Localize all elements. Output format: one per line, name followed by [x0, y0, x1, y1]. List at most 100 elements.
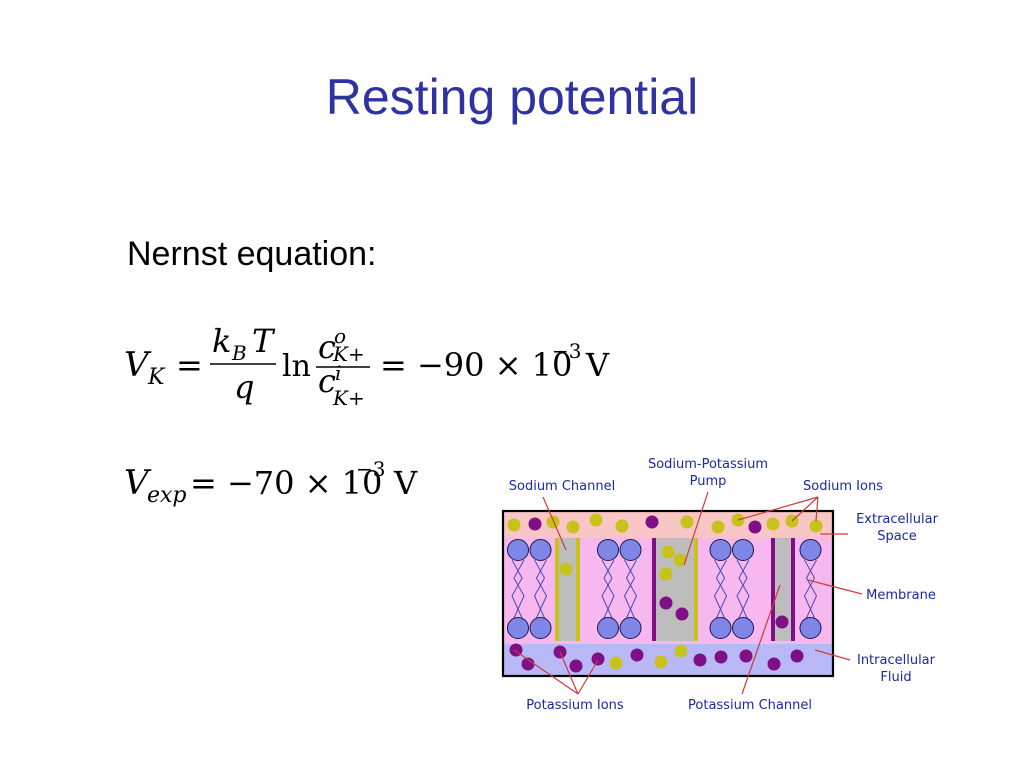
potassium-ion — [775, 615, 789, 629]
label-lines — [513, 491, 863, 695]
lipid-tail — [511, 559, 523, 619]
pump-pore — [655, 538, 695, 641]
label-potassium-ions: Potassium Ions — [526, 698, 624, 713]
sodium-channel-wall-right — [576, 538, 580, 641]
exp-lhs-sub: exp — [147, 483, 187, 508]
label-intracellular-line1: Intracellular — [857, 653, 936, 668]
eq-frac-den: q — [234, 368, 254, 406]
phospholipid-heads — [507, 539, 822, 639]
eq-lhs-var: V — [124, 345, 152, 385]
exp-lhs-var: V — [124, 463, 152, 503]
sodium-ion — [609, 656, 623, 670]
eq-equals: = — [176, 346, 203, 384]
phospholipid-head — [507, 539, 529, 561]
sodium-ion — [507, 518, 521, 532]
lipid-tail — [603, 559, 615, 619]
sodium-ion — [680, 515, 694, 529]
lipid-tail — [805, 559, 818, 619]
sodium-ion — [659, 567, 673, 581]
eq-rhs-exp: −3 — [552, 339, 581, 363]
sodium-ion — [766, 517, 780, 531]
line-sodium-ions-1 — [737, 496, 819, 521]
phospholipid-head — [732, 617, 754, 639]
eq-frac-num-T: T — [252, 322, 276, 360]
lipid-tail — [738, 559, 750, 619]
sodium-ion — [589, 513, 603, 527]
line-potassium-ions-1 — [513, 649, 579, 695]
phospholipid-head — [597, 539, 619, 561]
membrane-diagram: Sodium Channel Sodium-Potassium Pump Sod… — [501, 457, 939, 713]
eq-conc-bot-sub: K+ — [332, 386, 365, 410]
line-potassium-channel — [741, 584, 781, 695]
line-sodium-ions-2 — [791, 496, 819, 522]
potassium-ion — [767, 657, 781, 671]
potassium-channel-pore — [774, 538, 792, 641]
sodium-ion — [654, 655, 668, 669]
exp-rhs: = −70 × 10 — [190, 464, 382, 502]
potassium-ion — [659, 596, 673, 610]
lipid-tail — [713, 559, 726, 619]
phospholipid-head — [529, 539, 552, 561]
phospholipid-head — [529, 617, 552, 639]
label-pump-line1: Sodium-Potassium — [648, 457, 768, 472]
potassium-ion — [630, 648, 644, 662]
line-sodium-channel — [542, 496, 567, 551]
nernst-equation: V K = k B T q ln c o K+ c i K+ = −90 × 1… — [124, 322, 610, 410]
pump-wall-right — [694, 538, 698, 641]
potassium-ion — [591, 652, 605, 666]
potassium-ion — [645, 515, 659, 529]
sodium-ion — [615, 519, 629, 533]
eq-conc-bot-sup: i — [335, 361, 341, 385]
sodium-ion — [566, 520, 580, 534]
label-sodium-channel: Sodium Channel — [509, 479, 615, 494]
sodium-ion — [673, 553, 687, 567]
eq-conc-top-sup: o — [334, 324, 346, 348]
phospholipid-head — [709, 539, 732, 561]
eq-conc-top-c: c — [318, 328, 336, 366]
potassium-ion — [693, 653, 707, 667]
potassium-ion — [528, 517, 542, 531]
label-potassium-channel: Potassium Channel — [688, 698, 812, 713]
phospholipid-head — [709, 617, 732, 639]
sodium-ion — [546, 515, 560, 529]
label-sodium-ions: Sodium Ions — [803, 479, 883, 494]
potassium-ion — [569, 659, 583, 673]
sodium-ion — [559, 562, 573, 576]
lipid-tail — [625, 559, 638, 619]
label-extracellular-line2: Space — [877, 529, 917, 544]
sodium-ion — [711, 520, 725, 534]
phospholipid-head — [507, 617, 529, 639]
line-intracellular — [814, 649, 851, 661]
eq-conc-top-sub: K+ — [332, 342, 365, 366]
pump-wall-left — [652, 538, 656, 641]
nernst-heading: Nernst equation: — [127, 235, 377, 273]
slide-title: Resting potential — [325, 69, 699, 125]
potassium-channel-wall-right — [791, 538, 795, 641]
potassium-ion — [748, 520, 762, 534]
sodium-ion — [661, 545, 675, 559]
eq-rhs-unit: V — [585, 346, 610, 384]
lipid-tail — [533, 559, 546, 619]
line-potassium-ions-3 — [577, 659, 599, 695]
lipid-tail — [535, 559, 548, 619]
phospholipid-head — [732, 539, 754, 561]
eq-frac-num-sub: B — [231, 341, 247, 365]
line-sodium-ions-3 — [815, 496, 819, 522]
eq-conc-bot-c: c — [318, 362, 336, 400]
sodium-channel-pore — [558, 538, 577, 641]
potassium-ion — [521, 657, 535, 671]
eq-ln: ln — [282, 349, 311, 384]
eq-lhs-sub: K — [147, 365, 166, 390]
potassium-channel-wall-left — [771, 538, 775, 641]
phospholipid-head — [619, 539, 642, 561]
ions — [507, 513, 823, 673]
exp-rhs-unit: V — [393, 464, 418, 502]
exp-rhs-exp: −3 — [356, 457, 385, 481]
phospholipid-head — [799, 617, 822, 639]
lipid-tail — [623, 559, 636, 619]
intracellular-region — [503, 644, 833, 676]
sodium-ion — [674, 644, 688, 658]
phospholipid-head — [619, 617, 642, 639]
experimental-equation: V exp = −70 × 10 −3 V — [124, 457, 418, 508]
